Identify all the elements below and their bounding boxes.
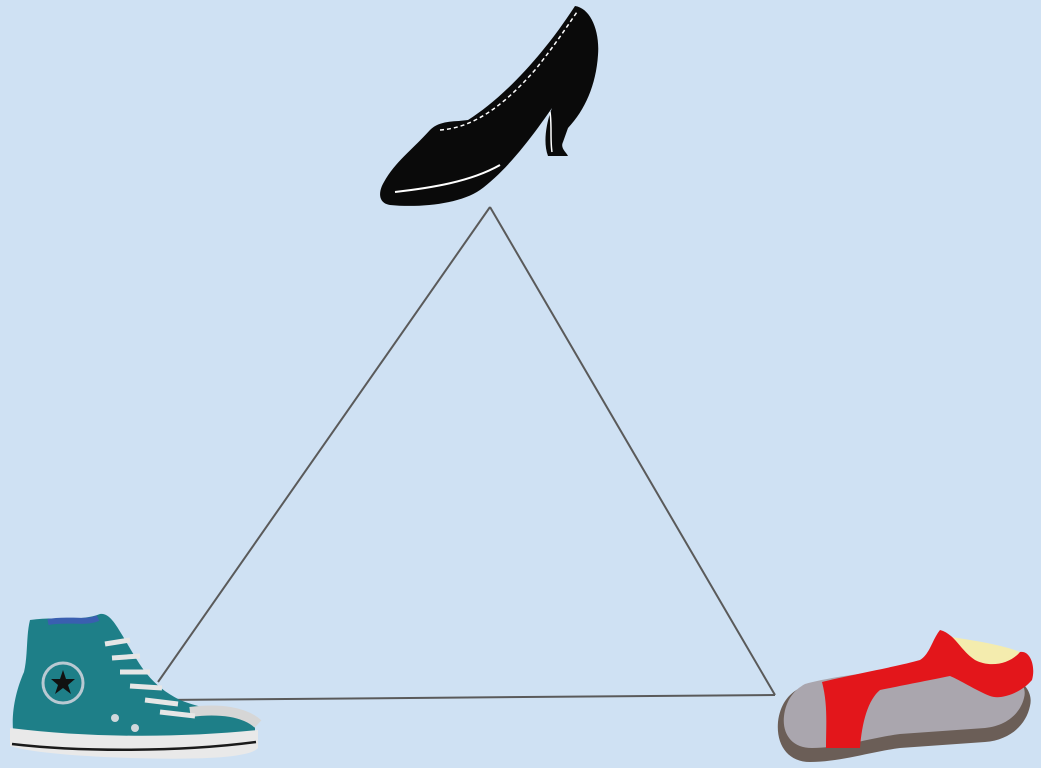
sneaker-collar — [48, 618, 98, 622]
sneaker-eyelet-vent — [111, 714, 119, 722]
sneaker-eyelet-vent — [131, 724, 139, 732]
